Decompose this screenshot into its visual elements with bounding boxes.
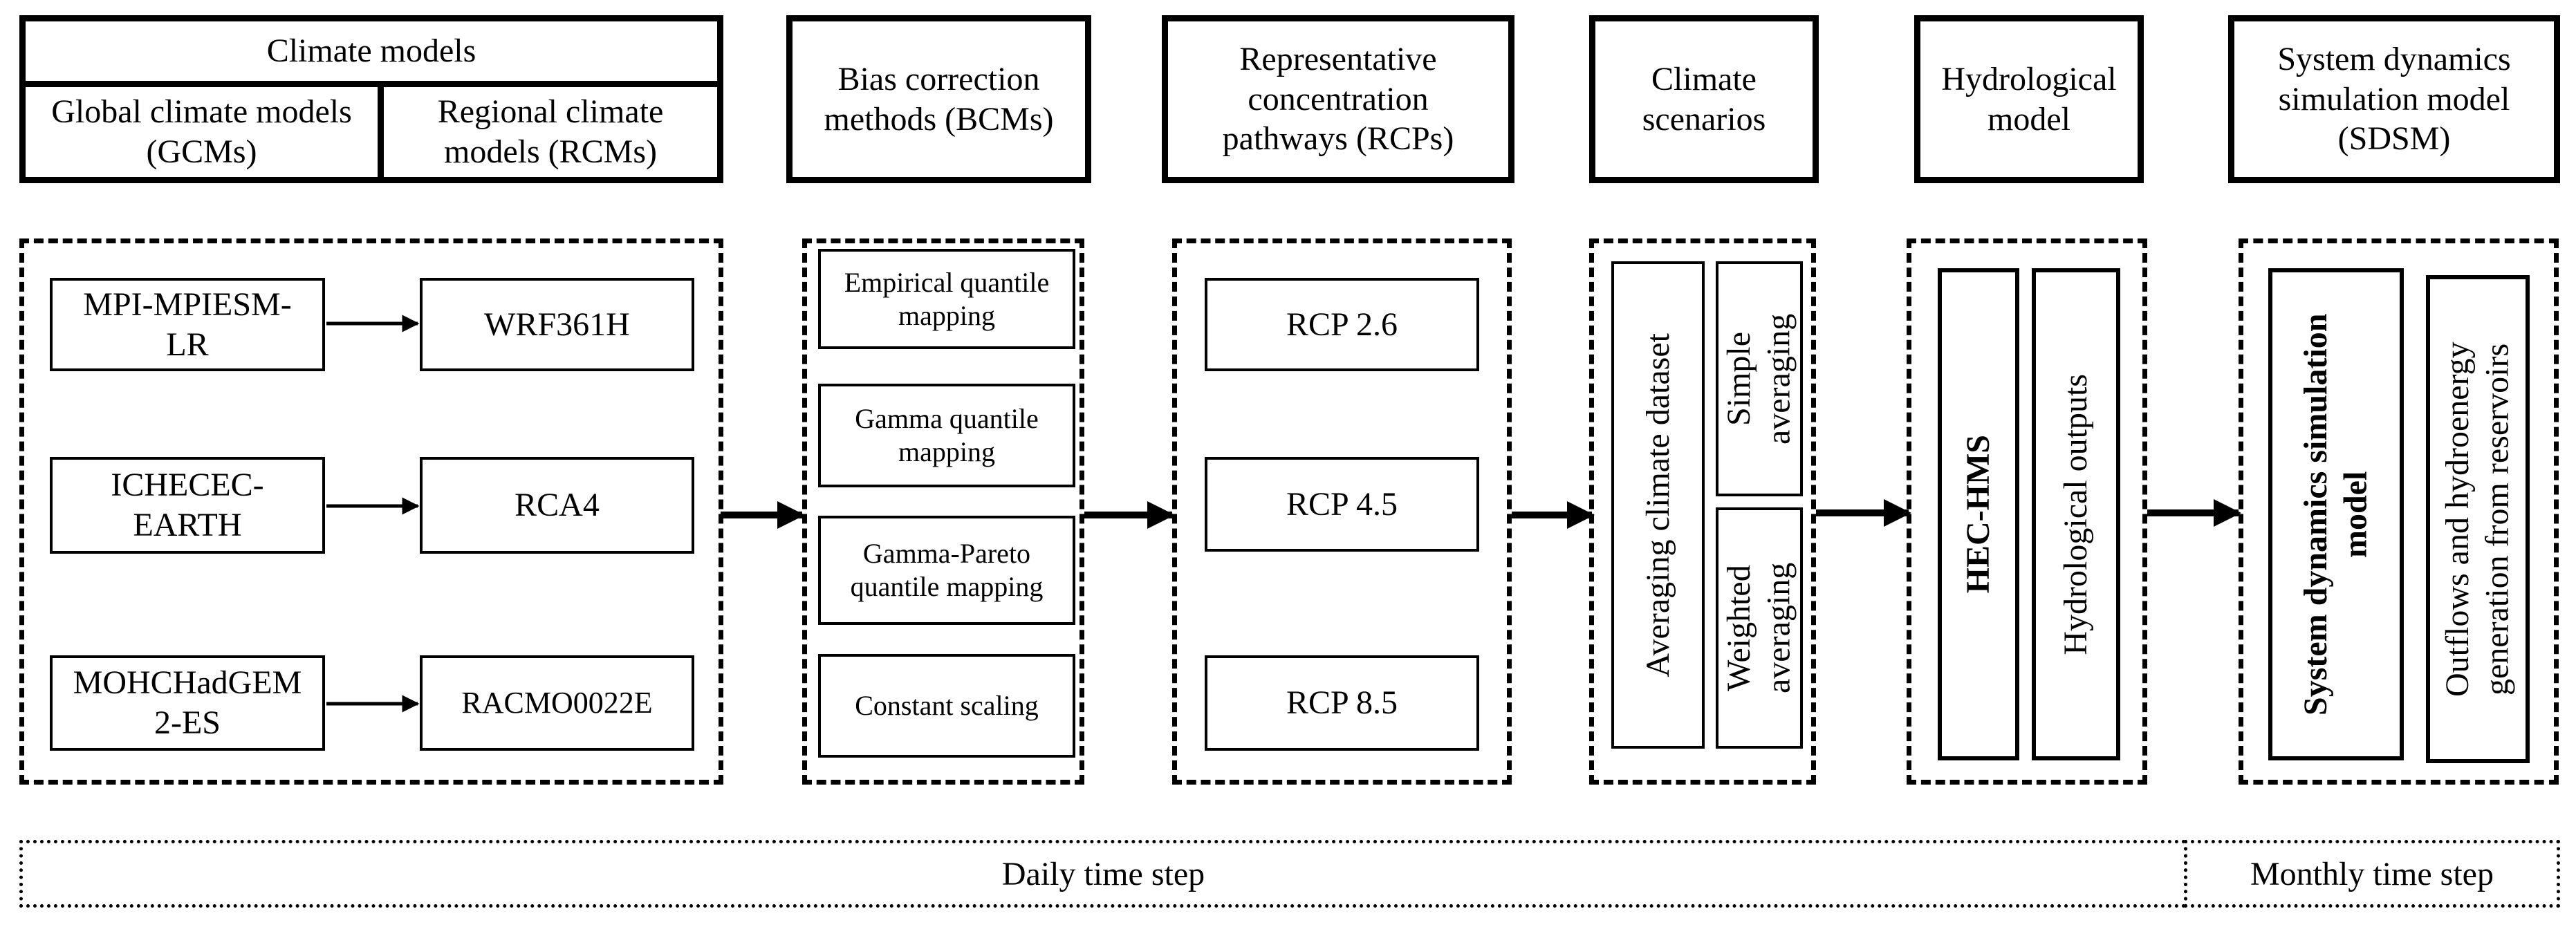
rcp-label-1: RCP 2.6 bbox=[1286, 306, 1398, 343]
rcp-title: Representative concentration pathways (R… bbox=[1222, 41, 1454, 158]
gcm-title: Global climate models (GCMs) bbox=[51, 93, 352, 170]
rcm-box-2: RCA4 bbox=[420, 457, 694, 554]
sdsm-group bbox=[2239, 238, 2559, 785]
climate-models-title: Climate models bbox=[266, 32, 476, 70]
rcm-box-1: WRF361H bbox=[420, 278, 694, 371]
simple-averaging-box: Simple averaging bbox=[1716, 261, 1803, 496]
rcp-header: Representative concentration pathways (R… bbox=[1162, 15, 1514, 183]
scenarios-header: Climate scenarios bbox=[1589, 15, 1819, 183]
gcm-label-3: MOHCHadGEM2-ES bbox=[73, 664, 302, 741]
rcp-box-3: RCP 8.5 bbox=[1205, 655, 1479, 751]
bcm-box-3: Gamma-Pareto quantile mapping bbox=[818, 516, 1075, 625]
averaging-dataset-label: Averaging climate dataset bbox=[1639, 333, 1676, 677]
bcm-label-3: Gamma-Pareto quantile mapping bbox=[850, 538, 1044, 602]
rcm-header: Regional climate models (RCMs) bbox=[378, 81, 723, 183]
bcm-box-4: Constant scaling bbox=[818, 654, 1075, 758]
sdsm-header: System dynamics simulation model (SDSM) bbox=[2228, 15, 2560, 183]
averaging-dataset-box: Averaging climate dataset bbox=[1611, 261, 1705, 749]
sdsm-outputs-box: Outflows and hydroenergy generation from… bbox=[2426, 275, 2530, 763]
scenarios-title: Climate scenarios bbox=[1642, 60, 1766, 138]
gcm-box-3: MOHCHadGEM2-ES bbox=[50, 655, 325, 751]
bcm-label-1: Empirical quantile mapping bbox=[844, 266, 1050, 331]
hydro-outputs-box: Hydrological outputs bbox=[2032, 268, 2120, 760]
gcm-box-2: ICHECEC-EARTH bbox=[50, 457, 325, 554]
gcm-box-1: MPI-MPIESM-LR bbox=[50, 278, 325, 371]
rcm-label-3: RACMO0022E bbox=[461, 685, 653, 720]
monthly-time-step-bar: Monthly time step bbox=[2184, 840, 2560, 908]
sdsm-model-label: System dynamics simulation model bbox=[2297, 313, 2374, 715]
rcm-label-1: WRF361H bbox=[484, 306, 630, 343]
rcp-group bbox=[1172, 238, 1512, 785]
bcm-box-2: Gamma quantile mapping bbox=[818, 384, 1075, 487]
rcp-label-2: RCP 4.5 bbox=[1286, 485, 1398, 523]
bcm-label-2: Gamma quantile mapping bbox=[855, 403, 1039, 467]
gcm-label-2: ICHECEC-EARTH bbox=[111, 467, 264, 543]
hec-hms-label: HEC-HMS bbox=[1960, 435, 1997, 594]
hydro-group bbox=[1907, 238, 2147, 785]
bcm-group bbox=[802, 238, 1084, 785]
simple-averaging-label: Simple averaging bbox=[1721, 313, 1797, 444]
daily-time-step-bar: Daily time step bbox=[19, 840, 2187, 908]
gcm-header: Global climate models (GCMs) bbox=[19, 81, 384, 183]
hydro-outputs-label: Hydrological outputs bbox=[2057, 373, 2095, 655]
weighted-averaging-label: Weighted averaging bbox=[1721, 562, 1797, 694]
rcm-title: Regional climate models (RCMs) bbox=[437, 93, 664, 170]
hydro-title: Hydrological model bbox=[1941, 60, 2117, 138]
monthly-time-step-label: Monthly time step bbox=[2250, 855, 2494, 892]
scenarios-group bbox=[1589, 238, 1816, 785]
sdsm-model-box: System dynamics simulation model bbox=[2268, 268, 2404, 760]
bcm-label-4: Constant scaling bbox=[855, 690, 1039, 721]
hec-hms-box: HEC-HMS bbox=[1938, 268, 2019, 760]
climate-models-group bbox=[19, 238, 723, 785]
rcp-label-3: RCP 8.5 bbox=[1286, 684, 1398, 722]
weighted-averaging-box: Weighted averaging bbox=[1716, 507, 1803, 749]
bcm-box-1: Empirical quantile mapping bbox=[818, 249, 1075, 349]
sdsm-outputs-label: Outflows and hydroenergy generation from… bbox=[2439, 341, 2516, 697]
rcp-box-2: RCP 4.5 bbox=[1205, 457, 1479, 552]
gcm-label-1: MPI-MPIESM-LR bbox=[83, 285, 292, 363]
rcp-box-1: RCP 2.6 bbox=[1205, 278, 1479, 371]
bcm-title: Bias correction methods (BCMs) bbox=[824, 60, 1054, 138]
bcm-header: Bias correction methods (BCMs) bbox=[786, 15, 1091, 183]
hydro-header: Hydrological model bbox=[1914, 15, 2144, 183]
rcm-box-3: RACMO0022E bbox=[420, 655, 694, 751]
daily-time-step-label: Daily time step bbox=[1001, 855, 1205, 892]
rcm-label-2: RCA4 bbox=[515, 487, 600, 524]
climate-models-header: Climate models bbox=[19, 15, 723, 87]
sdsm-title: System dynamics simulation model (SDSM) bbox=[2277, 41, 2511, 158]
